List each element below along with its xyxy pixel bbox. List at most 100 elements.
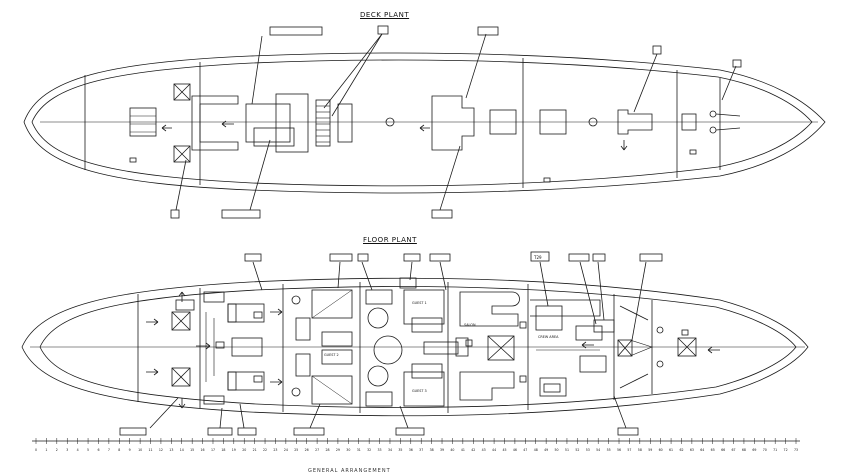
deck-plan [23, 25, 826, 219]
label-crew-area: CREW AREA [538, 335, 559, 339]
scale-tick-label: 41 [461, 448, 465, 452]
scale-tick-label: 23 [273, 448, 277, 452]
scale-tick-label: 29 [336, 448, 340, 452]
scale-tick-label: 31 [357, 448, 361, 452]
scale-tick-label: 7 [108, 448, 110, 452]
stern-box-bottom [173, 145, 191, 163]
chain-locker [677, 337, 697, 357]
scale-tick-label: 44 [492, 448, 496, 452]
anchor-windlass-port [709, 110, 717, 118]
scale-tick-label: 53 [586, 448, 590, 452]
scale-tick-label: 73 [794, 448, 798, 452]
floor-hull-outline [21, 277, 809, 417]
scale-tick-label: 5 [87, 448, 89, 452]
scale-tick-label: 8 [118, 448, 120, 452]
stern-hatch [129, 107, 157, 137]
scale-tick-label: 68 [742, 448, 746, 452]
scale-tick-label: 34 [388, 448, 392, 452]
scale-tick-label: 26 [305, 448, 309, 452]
scale-tick-label: 15 [190, 448, 194, 452]
scale-tick-label: 10 [138, 448, 142, 452]
companionway-stbd [367, 365, 389, 387]
scale-tick-label: 13 [169, 448, 173, 452]
floor-plan [21, 251, 809, 436]
deck-plan-title: DECK PLANT [360, 11, 410, 19]
scale-tick-label: 17 [211, 448, 215, 452]
fore-mast [588, 117, 598, 127]
scale-tick-label: 49 [544, 448, 548, 452]
forepeak-box [617, 339, 633, 357]
label-guest-3: GUEST 3 [412, 389, 427, 393]
scale-tick-label: 38 [430, 448, 434, 452]
scale-tick-label: 4 [77, 448, 79, 452]
scale-tick-label: 67 [732, 448, 736, 452]
aft-cabin-bed-port [227, 303, 265, 323]
scale-tick-label: 18 [221, 448, 225, 452]
scale-tick-label: 65 [711, 448, 715, 452]
galley-counter [530, 299, 601, 317]
scale-tick-label: 59 [648, 448, 652, 452]
scale-tick-label: 36 [409, 448, 413, 452]
scale-tick-label: 0 [35, 448, 37, 452]
scale-tick-label: 55 [607, 448, 611, 452]
scale-tick-label: 20 [242, 448, 246, 452]
stern-box-top [173, 83, 191, 101]
scale-tick-label: 3 [66, 448, 68, 452]
scale-tick-label: 47 [523, 448, 527, 452]
scale-tick-label: 28 [325, 448, 329, 452]
scale-tick-label: 64 [700, 448, 704, 452]
fore-hatch [617, 109, 653, 135]
scale-tick-label: 71 [773, 448, 777, 452]
bow-hatch [681, 113, 697, 131]
scale-tick-label: 19 [232, 448, 236, 452]
scale-tick-label: 30 [346, 448, 350, 452]
hatch-1 [489, 109, 517, 135]
machinery-box-top [171, 311, 191, 331]
scale-tick-label: 70 [763, 448, 767, 452]
label-guest-1: GUEST 1 [412, 301, 427, 305]
scale-tick-label: 57 [627, 448, 631, 452]
scale-tick-label: 54 [596, 448, 600, 452]
scale-tick-label: 32 [367, 448, 371, 452]
scale-tick-label: 16 [201, 448, 205, 452]
salon-table [487, 335, 515, 361]
scale-tick-label: 22 [263, 448, 267, 452]
scale-tick-label: 35 [398, 448, 402, 452]
scale-tick-label: 25 [294, 448, 298, 452]
companionway-port [367, 307, 389, 329]
callout-t29: T29 [533, 255, 542, 260]
scale-tick-label: 51 [565, 448, 569, 452]
mid-deckhouse [431, 95, 475, 151]
scale-tick-label: 33 [378, 448, 382, 452]
scale-tick-label: 9 [129, 448, 131, 452]
scale-tick-label: 40 [450, 448, 454, 452]
scale-tick-label: 11 [148, 448, 152, 452]
scale-tick-label: 72 [784, 448, 788, 452]
scale-tick-label: 37 [419, 448, 423, 452]
scale-tick-label: 60 [659, 448, 663, 452]
scale-tick-label: 61 [669, 448, 673, 452]
scale-tick-label: 56 [617, 448, 621, 452]
scale-tick-label: 52 [575, 448, 579, 452]
salon-sofa [459, 291, 520, 327]
scale-tick-label: 62 [679, 448, 683, 452]
scale-tick-label: 21 [253, 448, 257, 452]
main-mast [385, 117, 395, 127]
deckhouse [245, 103, 291, 143]
scale-tick-label: 63 [690, 448, 694, 452]
hatch-2 [539, 109, 567, 135]
aft-cabin-bed-stbd [227, 371, 265, 391]
scale-tick-label: 24 [284, 448, 288, 452]
scale-tick-label: 12 [159, 448, 163, 452]
cockpit-seating [191, 95, 239, 151]
anchor-windlass-stbd [709, 126, 717, 134]
scale-tick-label: 1 [45, 448, 47, 452]
mast-step [373, 335, 403, 365]
scale-tick-label: 39 [440, 448, 444, 452]
scale-tick-label: 58 [638, 448, 642, 452]
label-guest-2: GUEST 2 [324, 353, 339, 357]
scale-tick-label: 45 [502, 448, 506, 452]
